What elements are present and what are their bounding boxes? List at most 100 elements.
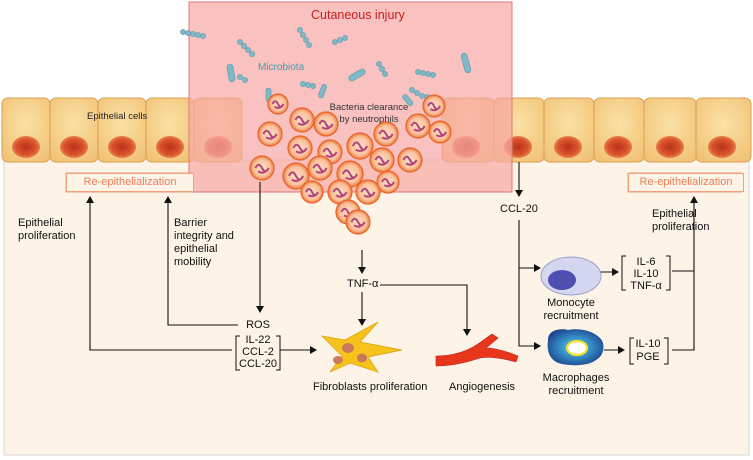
- streptococci-chain: [237, 74, 248, 83]
- monocyte-nucleus: [548, 270, 576, 290]
- bacteria-clearance-line-2: by neutrophils: [339, 114, 399, 125]
- bacillus: [460, 52, 472, 74]
- diagram-title: Cutaneous injury: [311, 8, 405, 22]
- fibroblast-nucleus: [342, 343, 354, 353]
- streptococci-chain: [332, 35, 348, 45]
- ccl20-left-label: CCL-20: [239, 358, 277, 370]
- bacteria-clearance-label: Bacteria clearance by neutrophils: [326, 102, 412, 126]
- microbiota-group: [180, 27, 472, 106]
- neutrophil: [422, 94, 446, 118]
- nucleus: [60, 136, 88, 158]
- macrophage-cytokine-bracket-right: [664, 337, 669, 365]
- neutrophil: [405, 113, 431, 139]
- macrophages-line-1: Macrophages: [542, 372, 610, 384]
- neutrophil: [346, 132, 374, 160]
- neutrophil: [373, 121, 399, 147]
- ros-to-barrier-arrow: [164, 196, 238, 326]
- neutrophil: [257, 121, 283, 147]
- epithelial-proliferation-right-line-2: proliferation: [652, 221, 710, 233]
- epithelial-proliferation-left-line-1: Epithelial: [18, 217, 63, 229]
- left-mediator-bracket-right: [276, 335, 281, 371]
- arrows: [86, 162, 698, 354]
- fibroblasts-proliferation-label: Fibroblasts proliferation: [313, 381, 428, 393]
- neutrophil: [376, 170, 400, 194]
- macrophage-cytokine-bracket-left: [629, 337, 634, 365]
- blood-vessel-illustration: [435, 333, 519, 367]
- macrophage-illustration: [547, 329, 604, 366]
- barrier-line-2: integrity and: [174, 230, 234, 242]
- nucleus: [656, 136, 684, 158]
- angiogenesis-label: Angiogenesis: [449, 381, 516, 393]
- neutrophil: [282, 162, 310, 190]
- monocyte-cytokine-bracket-right: [666, 255, 671, 291]
- ccl20-right-label: CCL-20: [500, 203, 538, 215]
- macrophages-line-2: recruitment: [548, 385, 604, 397]
- macrophages-recruitment-label: Macrophages recruitment: [536, 372, 616, 398]
- neutrophil-cluster: [249, 93, 452, 235]
- streptococci-chain: [300, 81, 316, 89]
- barrier-label: Barrier integrity and epithelial mobilit…: [174, 217, 234, 269]
- epithelial-cells-label: Epithelial cells: [87, 111, 148, 122]
- neutrophil: [397, 147, 423, 173]
- monocyte-cytokine-bracket-left: [621, 255, 626, 291]
- pge-label: PGE: [636, 351, 660, 363]
- bacteria-clearance-line-1: Bacteria clearance: [329, 102, 409, 113]
- monocyte-line-1: Monocyte: [547, 297, 595, 309]
- barrier-line-4: mobility: [174, 256, 212, 268]
- macrophage-nucleus: [565, 339, 589, 357]
- neutrophil: [355, 179, 381, 205]
- barrier-line-3: epithelial: [174, 243, 218, 255]
- streptococci-chain: [415, 69, 436, 78]
- bacillus: [318, 84, 327, 99]
- fibroblast-nucleus: [333, 356, 343, 364]
- streptococci-chain: [237, 39, 255, 57]
- neutrophil: [287, 135, 313, 161]
- tnf-alpha-monocyte-label: TNF-α: [630, 280, 662, 292]
- neutrophil: [307, 155, 333, 181]
- tissue-background: [3, 159, 750, 456]
- streptococci-chain: [297, 27, 312, 48]
- bacillus: [402, 94, 414, 106]
- ros-label: ROS: [246, 319, 270, 331]
- neutrophil: [428, 120, 452, 144]
- macrophage-cytokines-up-line: [672, 271, 695, 351]
- il10-macrophage-label: IL-10: [635, 338, 661, 350]
- microbiota-label: Microbiota: [258, 62, 305, 73]
- mediators-to-epithelial-proliferation-arrow: [86, 196, 232, 351]
- ccl2-label: CCL-2: [242, 346, 274, 358]
- monocyte-recruitment-label: Monocyte recruitment: [540, 297, 602, 323]
- nucleus: [108, 136, 136, 158]
- nucleus: [156, 136, 184, 158]
- neutrophil: [313, 111, 339, 137]
- epithelial-proliferation-left-line-2: proliferation: [18, 230, 76, 242]
- bacillus: [348, 68, 366, 82]
- epithelial-proliferation-right-label: Epithelial proliferation: [652, 208, 709, 234]
- barrier-line-1: Barrier: [174, 217, 208, 229]
- re-epithelialization-right-label: Re-epithelialization: [628, 173, 744, 192]
- monocyte-illustration: [540, 256, 602, 296]
- neutrophil: [327, 179, 353, 205]
- epithelial-proliferation-right-line-1: Epithelial: [652, 208, 697, 220]
- neutrophil: [369, 147, 395, 173]
- il10-monocyte-label: IL-10: [633, 268, 659, 280]
- bacillus: [226, 63, 236, 83]
- neutrophil: [249, 155, 275, 181]
- tnf-alpha-label: TNF-α: [347, 278, 379, 290]
- streptococci-chain: [180, 29, 206, 39]
- neutrophil: [345, 209, 371, 235]
- neutrophil: [300, 180, 324, 204]
- ccl20-to-macrophage-arrow: [518, 268, 541, 350]
- streptococci-chain: [376, 61, 388, 77]
- brackets: [235, 255, 671, 371]
- nucleus: [12, 136, 40, 158]
- il6-label: IL-6: [636, 256, 656, 268]
- injury-zone: [188, 1, 513, 193]
- nucleus: [554, 136, 582, 158]
- tnf-to-angiogenesis-arrow: [380, 284, 471, 336]
- re-epithelialization-left-label: Re-epithelialization: [66, 173, 194, 192]
- nucleus: [604, 136, 632, 158]
- left-mediator-bracket: [235, 335, 240, 371]
- neutrophil: [267, 93, 289, 115]
- nucleus: [708, 136, 736, 158]
